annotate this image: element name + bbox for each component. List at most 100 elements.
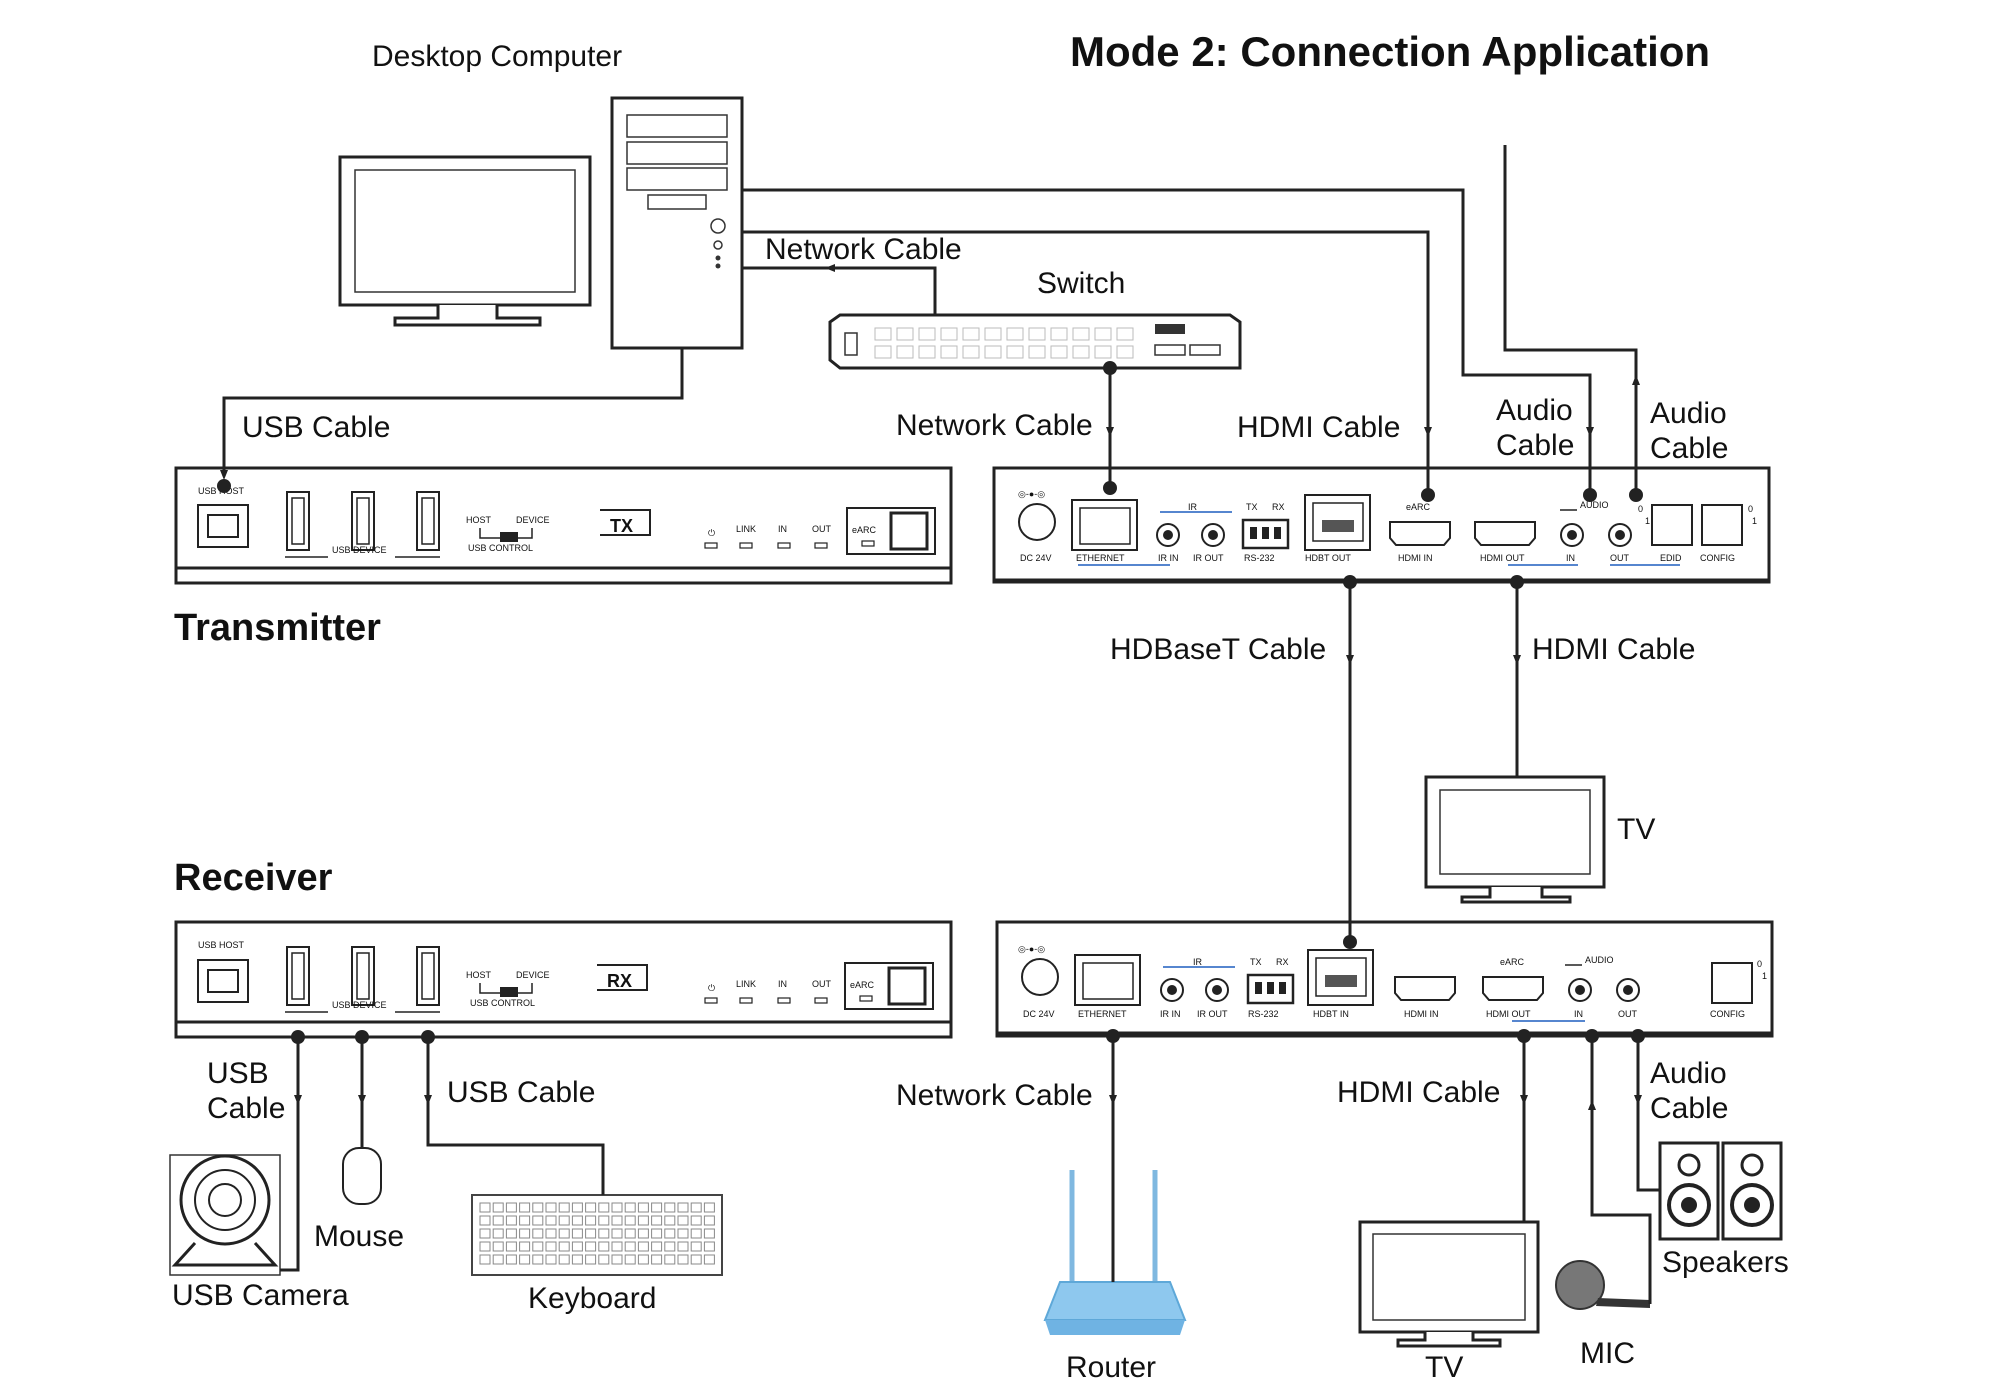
switch-port — [896, 327, 914, 341]
earc-button[interactable] — [889, 511, 929, 551]
svg-text:TX: TX — [1246, 502, 1258, 512]
cable-label: Audio — [1650, 397, 1727, 430]
monitor-icon — [338, 155, 592, 327]
keyboard-key — [703, 1241, 715, 1252]
usb-control-toggle[interactable] — [500, 987, 518, 997]
svg-text:◎-●-◎: ◎-●-◎ — [1018, 489, 1045, 499]
keyboard-key — [545, 1241, 557, 1252]
switch-port — [1050, 327, 1068, 341]
link-label: LINK — [736, 524, 756, 534]
keyboard-key — [585, 1254, 597, 1265]
keyboard-key — [598, 1228, 610, 1239]
keyboard-key — [703, 1202, 715, 1213]
transmitter-rear-panel: ◎-●-◎ DC 24V ETHERNET IR TX RX IR IN IR … — [992, 466, 1771, 584]
keyboard-key — [571, 1202, 583, 1213]
keyboard-key — [505, 1215, 517, 1226]
keyboard-key — [519, 1254, 531, 1265]
keyboard-key — [545, 1202, 557, 1213]
svg-text:RX: RX — [1276, 957, 1289, 967]
usb-camera: USB Camera — [169, 1154, 349, 1312]
cable-label: Audio — [1496, 394, 1573, 427]
dc-power-jack — [1018, 503, 1056, 541]
cable-labels: Network Cable USB Cable Network Cable HD… — [207, 233, 1728, 1125]
keyboard-key — [532, 1241, 544, 1252]
switch-port — [940, 327, 958, 341]
keyboard-key — [611, 1228, 623, 1239]
svg-text:DC 24V: DC 24V — [1023, 1009, 1055, 1019]
keyboard-key — [585, 1241, 597, 1252]
keyboard-key — [637, 1202, 649, 1213]
svg-text:DEVICE: DEVICE — [516, 970, 550, 980]
switch-label: Switch — [1037, 267, 1125, 300]
keyboard-key — [651, 1228, 663, 1239]
switch-port — [1094, 345, 1112, 359]
keyboard-key — [558, 1228, 570, 1239]
switch-port — [962, 345, 980, 359]
keyboard-key — [571, 1241, 583, 1252]
cable-label: HDMI Cable — [1532, 633, 1695, 666]
keyboard-key — [598, 1215, 610, 1226]
cable-label: Audio — [1650, 1057, 1727, 1090]
hdmi-in-port-icon — [1389, 521, 1451, 546]
svg-text:OUT: OUT — [812, 979, 832, 989]
device-label: DEVICE — [516, 515, 550, 525]
keyboard-key — [571, 1228, 583, 1239]
svg-text:AUDIO: AUDIO — [1585, 955, 1614, 965]
hdbt-port-icon — [1304, 494, 1371, 551]
svg-text:IR OUT: IR OUT — [1197, 1009, 1228, 1019]
keyboard-key — [611, 1241, 623, 1252]
keyboard-key — [558, 1215, 570, 1226]
tv-top: TV — [1424, 775, 1655, 904]
svg-text:IN: IN — [778, 979, 787, 989]
keyboard-key — [545, 1254, 557, 1265]
usb-control-toggle[interactable] — [500, 532, 518, 542]
cable-label: Cable — [1650, 1092, 1728, 1125]
keyboard-key — [611, 1215, 623, 1226]
keyboard-key — [703, 1254, 715, 1265]
svg-text:HDBT OUT: HDBT OUT — [1305, 553, 1351, 563]
keyboard-key — [637, 1241, 649, 1252]
usb-control-label: USB CONTROL — [468, 543, 533, 553]
svg-text:HDMI OUT: HDMI OUT — [1480, 553, 1525, 563]
keyboard-label: Keyboard — [528, 1282, 656, 1315]
keyboard-key — [677, 1241, 689, 1252]
keyboard-key — [532, 1202, 544, 1213]
svg-text:RS-232: RS-232 — [1248, 1009, 1279, 1019]
keyboard-key — [664, 1241, 676, 1252]
svg-text:HOST: HOST — [466, 970, 492, 980]
keyboard-key — [624, 1241, 636, 1252]
keyboard-key — [637, 1215, 649, 1226]
earc-button[interactable] — [887, 966, 927, 1006]
pc-tower-icon — [610, 96, 744, 350]
keyboard-key — [677, 1202, 689, 1213]
keyboard-key — [677, 1215, 689, 1226]
cables — [217, 145, 1660, 1304]
keyboard-key — [651, 1241, 663, 1252]
keyboard-key — [505, 1202, 517, 1213]
svg-text:USB HOST: USB HOST — [198, 940, 245, 950]
usb-b-port-icon — [197, 504, 249, 548]
svg-text:eARC: eARC — [850, 980, 875, 990]
keyboard-key — [571, 1215, 583, 1226]
mic-label: MIC — [1580, 1337, 1635, 1370]
keyboard-key — [558, 1254, 570, 1265]
svg-text:1: 1 — [1645, 516, 1650, 526]
svg-text:eARC: eARC — [1500, 957, 1525, 967]
keyboard-key — [492, 1202, 504, 1213]
svg-text:ETHERNET: ETHERNET — [1076, 553, 1125, 563]
keyboard: Keyboard — [471, 1194, 723, 1315]
keyboard-key — [690, 1241, 702, 1252]
cable-label: HDBaseT Cable — [1110, 633, 1326, 666]
diagram-title: Mode 2: Connection Application — [1070, 28, 1710, 75]
keyboard-key — [558, 1202, 570, 1213]
switch-port — [1116, 345, 1134, 359]
svg-text:IN: IN — [1574, 1009, 1583, 1019]
svg-text:RX: RX — [1272, 502, 1285, 512]
config-switch[interactable] — [1701, 504, 1743, 546]
edid-switch[interactable] — [1651, 504, 1693, 546]
tv-bottom: TV — [1358, 1220, 1540, 1384]
svg-text:◎-●-◎: ◎-●-◎ — [1018, 944, 1045, 954]
svg-text:CONFIG: CONFIG — [1700, 553, 1735, 563]
svg-text:IR: IR — [1188, 502, 1198, 512]
keyboard-key — [624, 1254, 636, 1265]
